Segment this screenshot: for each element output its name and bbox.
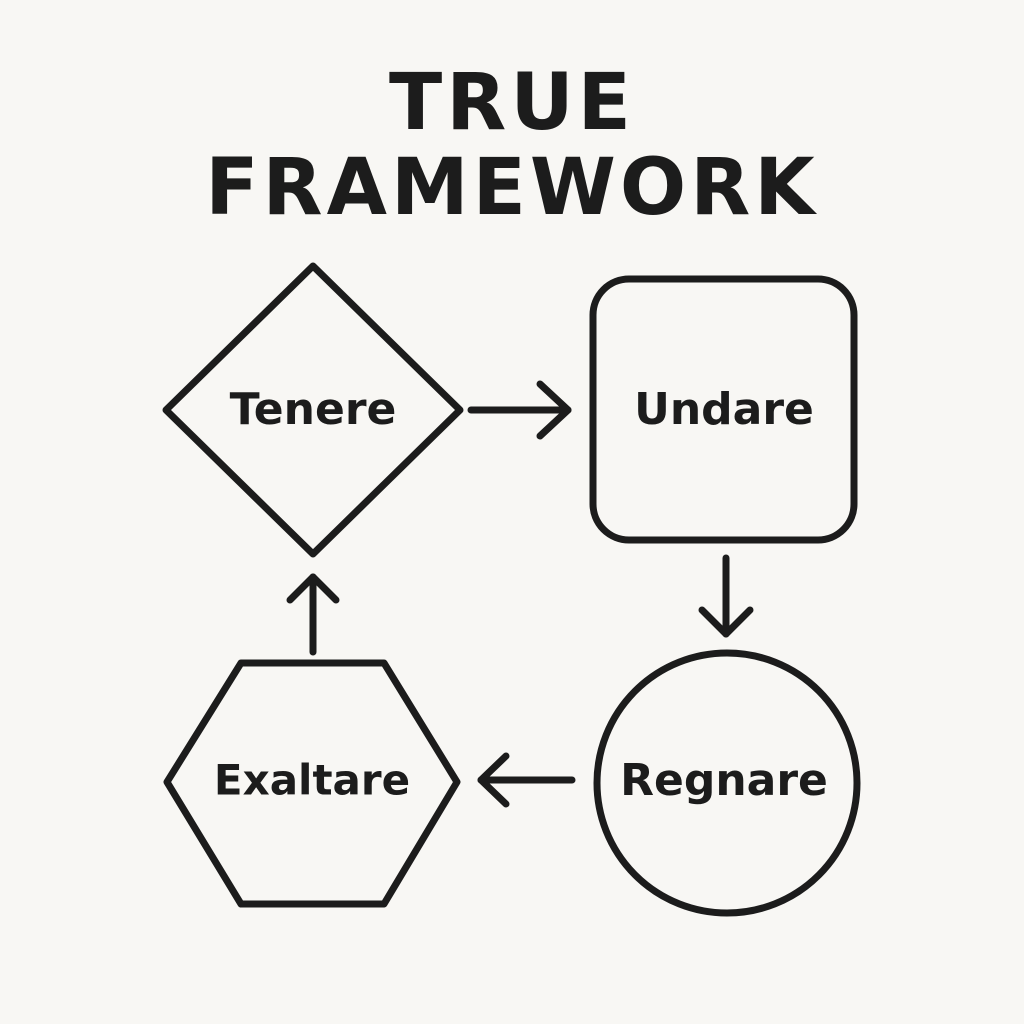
arrow-regnare-to-exaltare [477,752,576,808]
regnare-circle-shape [593,649,861,917]
exaltare-hexagon-shape [163,659,461,908]
node-tenere-label: Tenere [230,384,397,435]
arrow-tenere-to-undare [467,380,572,440]
arrow-undare-to-regnare [698,554,754,638]
node-exaltare-label: Exaltare [214,756,410,805]
node-undare-label: Undare [634,384,814,435]
diagram-title-line2: FRAMEWORK [205,143,819,233]
tenere-diamond-shape [162,262,464,558]
arrow-exaltare-to-tenere [286,573,340,656]
diagram-title-line1: TRUE [389,58,635,148]
node-regnare-label: Regnare [620,755,828,806]
undare-rounded-square-shape [589,275,858,544]
